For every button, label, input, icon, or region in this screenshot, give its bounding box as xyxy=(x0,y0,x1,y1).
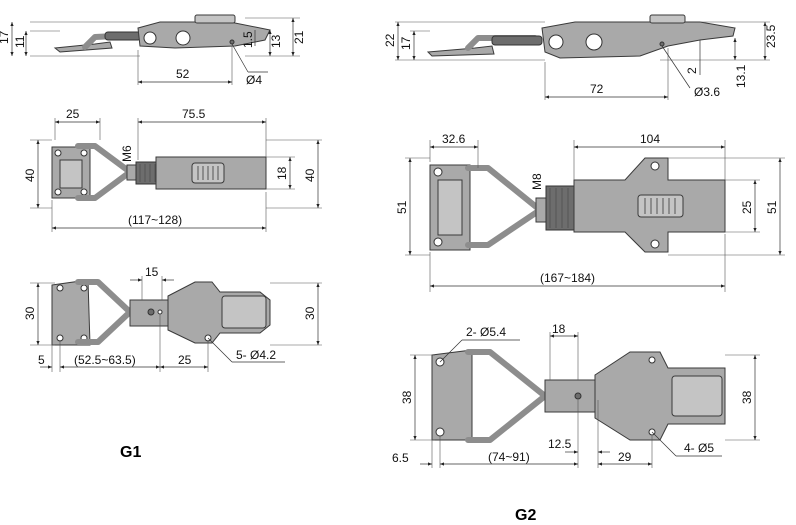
g2-bottom-dims: 2- Ø5.4 18 38 38 6.5 (74~91) 12.5 29 4- … xyxy=(392,322,754,465)
g1-bottom-holes: 5- Ø4.2 xyxy=(236,348,276,362)
g2-side-13-1: 13.1 xyxy=(734,64,748,88)
g1-top-25: 25 xyxy=(66,107,80,121)
g2-side-2: 2 xyxy=(685,67,699,74)
g1-top-75-5: 75.5 xyxy=(182,107,206,121)
g1-top-view xyxy=(30,118,322,232)
g1-side-dims: 17 11 52 1.5 13 21 Ø4 xyxy=(0,30,306,87)
g2-top-51-left: 51 xyxy=(395,200,409,214)
g2-top-25: 25 xyxy=(740,200,754,214)
g2-top-m8: M8 xyxy=(530,173,544,190)
g2-bottom-38-right: 38 xyxy=(740,390,754,404)
g1-side-phi4: Ø4 xyxy=(246,73,262,87)
g2-side-22: 22 xyxy=(383,33,397,47)
g2-bottom-holes-4: 4- Ø5 xyxy=(684,441,714,455)
g2-side-23-5: 23.5 xyxy=(764,24,778,48)
g2-bottom-6-5: 6.5 xyxy=(392,451,409,465)
g1-label: G1 xyxy=(120,444,141,461)
g1-top-range: (117~128) xyxy=(128,213,182,227)
g2-side-view xyxy=(395,14,770,100)
g2-side-dims: 22 17 23.5 2 13.1 72 Ø3.6 xyxy=(383,24,778,99)
g2-top-51-right: 51 xyxy=(765,200,779,214)
g1-bottom-view xyxy=(30,276,322,372)
g2-bottom-12-5: 12.5 xyxy=(548,437,572,451)
g1-bottom-25: 25 xyxy=(178,353,192,367)
g2-top-dims: 32.6 104 M8 51 25 51 (167~184) xyxy=(395,132,779,285)
g2-bottom-29: 29 xyxy=(618,450,632,464)
g1-top-18: 18 xyxy=(275,166,289,180)
g1-bottom-5: 5 xyxy=(38,353,45,367)
g2-bottom-range: (74~91) xyxy=(488,450,530,464)
g1-bottom-range: (52.5~63.5) xyxy=(74,353,136,367)
g2-bottom-holes-2: 2- Ø5.4 xyxy=(466,325,506,339)
g2-top-32-6: 32.6 xyxy=(442,132,466,146)
g2-bottom-view xyxy=(410,332,760,468)
g1-side-13: 13 xyxy=(269,34,283,48)
g1-top-40-left: 40 xyxy=(23,168,37,182)
g2-bottom-18: 18 xyxy=(552,322,566,336)
g1-side-1-5: 1.5 xyxy=(241,31,255,48)
g2-side-phi3-6: Ø3.6 xyxy=(694,85,720,99)
g1-side-17: 17 xyxy=(0,30,11,44)
g1-side-21: 21 xyxy=(292,30,306,44)
g2-top-range: (167~184) xyxy=(540,271,595,285)
g2-label: G2 xyxy=(515,507,536,524)
g1-side-52: 52 xyxy=(176,67,190,81)
g1-top-dims: 25 75.5 M6 40 18 40 (117~128) xyxy=(23,107,317,227)
g1-bottom-30-left: 30 xyxy=(23,306,37,320)
g1-bottom-dims: 30 15 30 5 (52.5~63.5) 25 5- Ø4.2 xyxy=(23,265,317,367)
g1-top-40-right: 40 xyxy=(303,168,317,182)
g1-top-m6: M6 xyxy=(120,145,134,162)
g1-bottom-15: 15 xyxy=(145,265,159,279)
g2-side-72: 72 xyxy=(590,82,604,96)
g1-side-11: 11 xyxy=(13,35,27,48)
g2-top-view xyxy=(405,140,785,292)
g1-side-view xyxy=(10,14,300,85)
g2-bottom-38-left: 38 xyxy=(400,390,414,404)
g2-top-104: 104 xyxy=(640,132,660,146)
g1-bottom-30-right: 30 xyxy=(303,306,317,320)
g2-side-17: 17 xyxy=(399,36,413,50)
